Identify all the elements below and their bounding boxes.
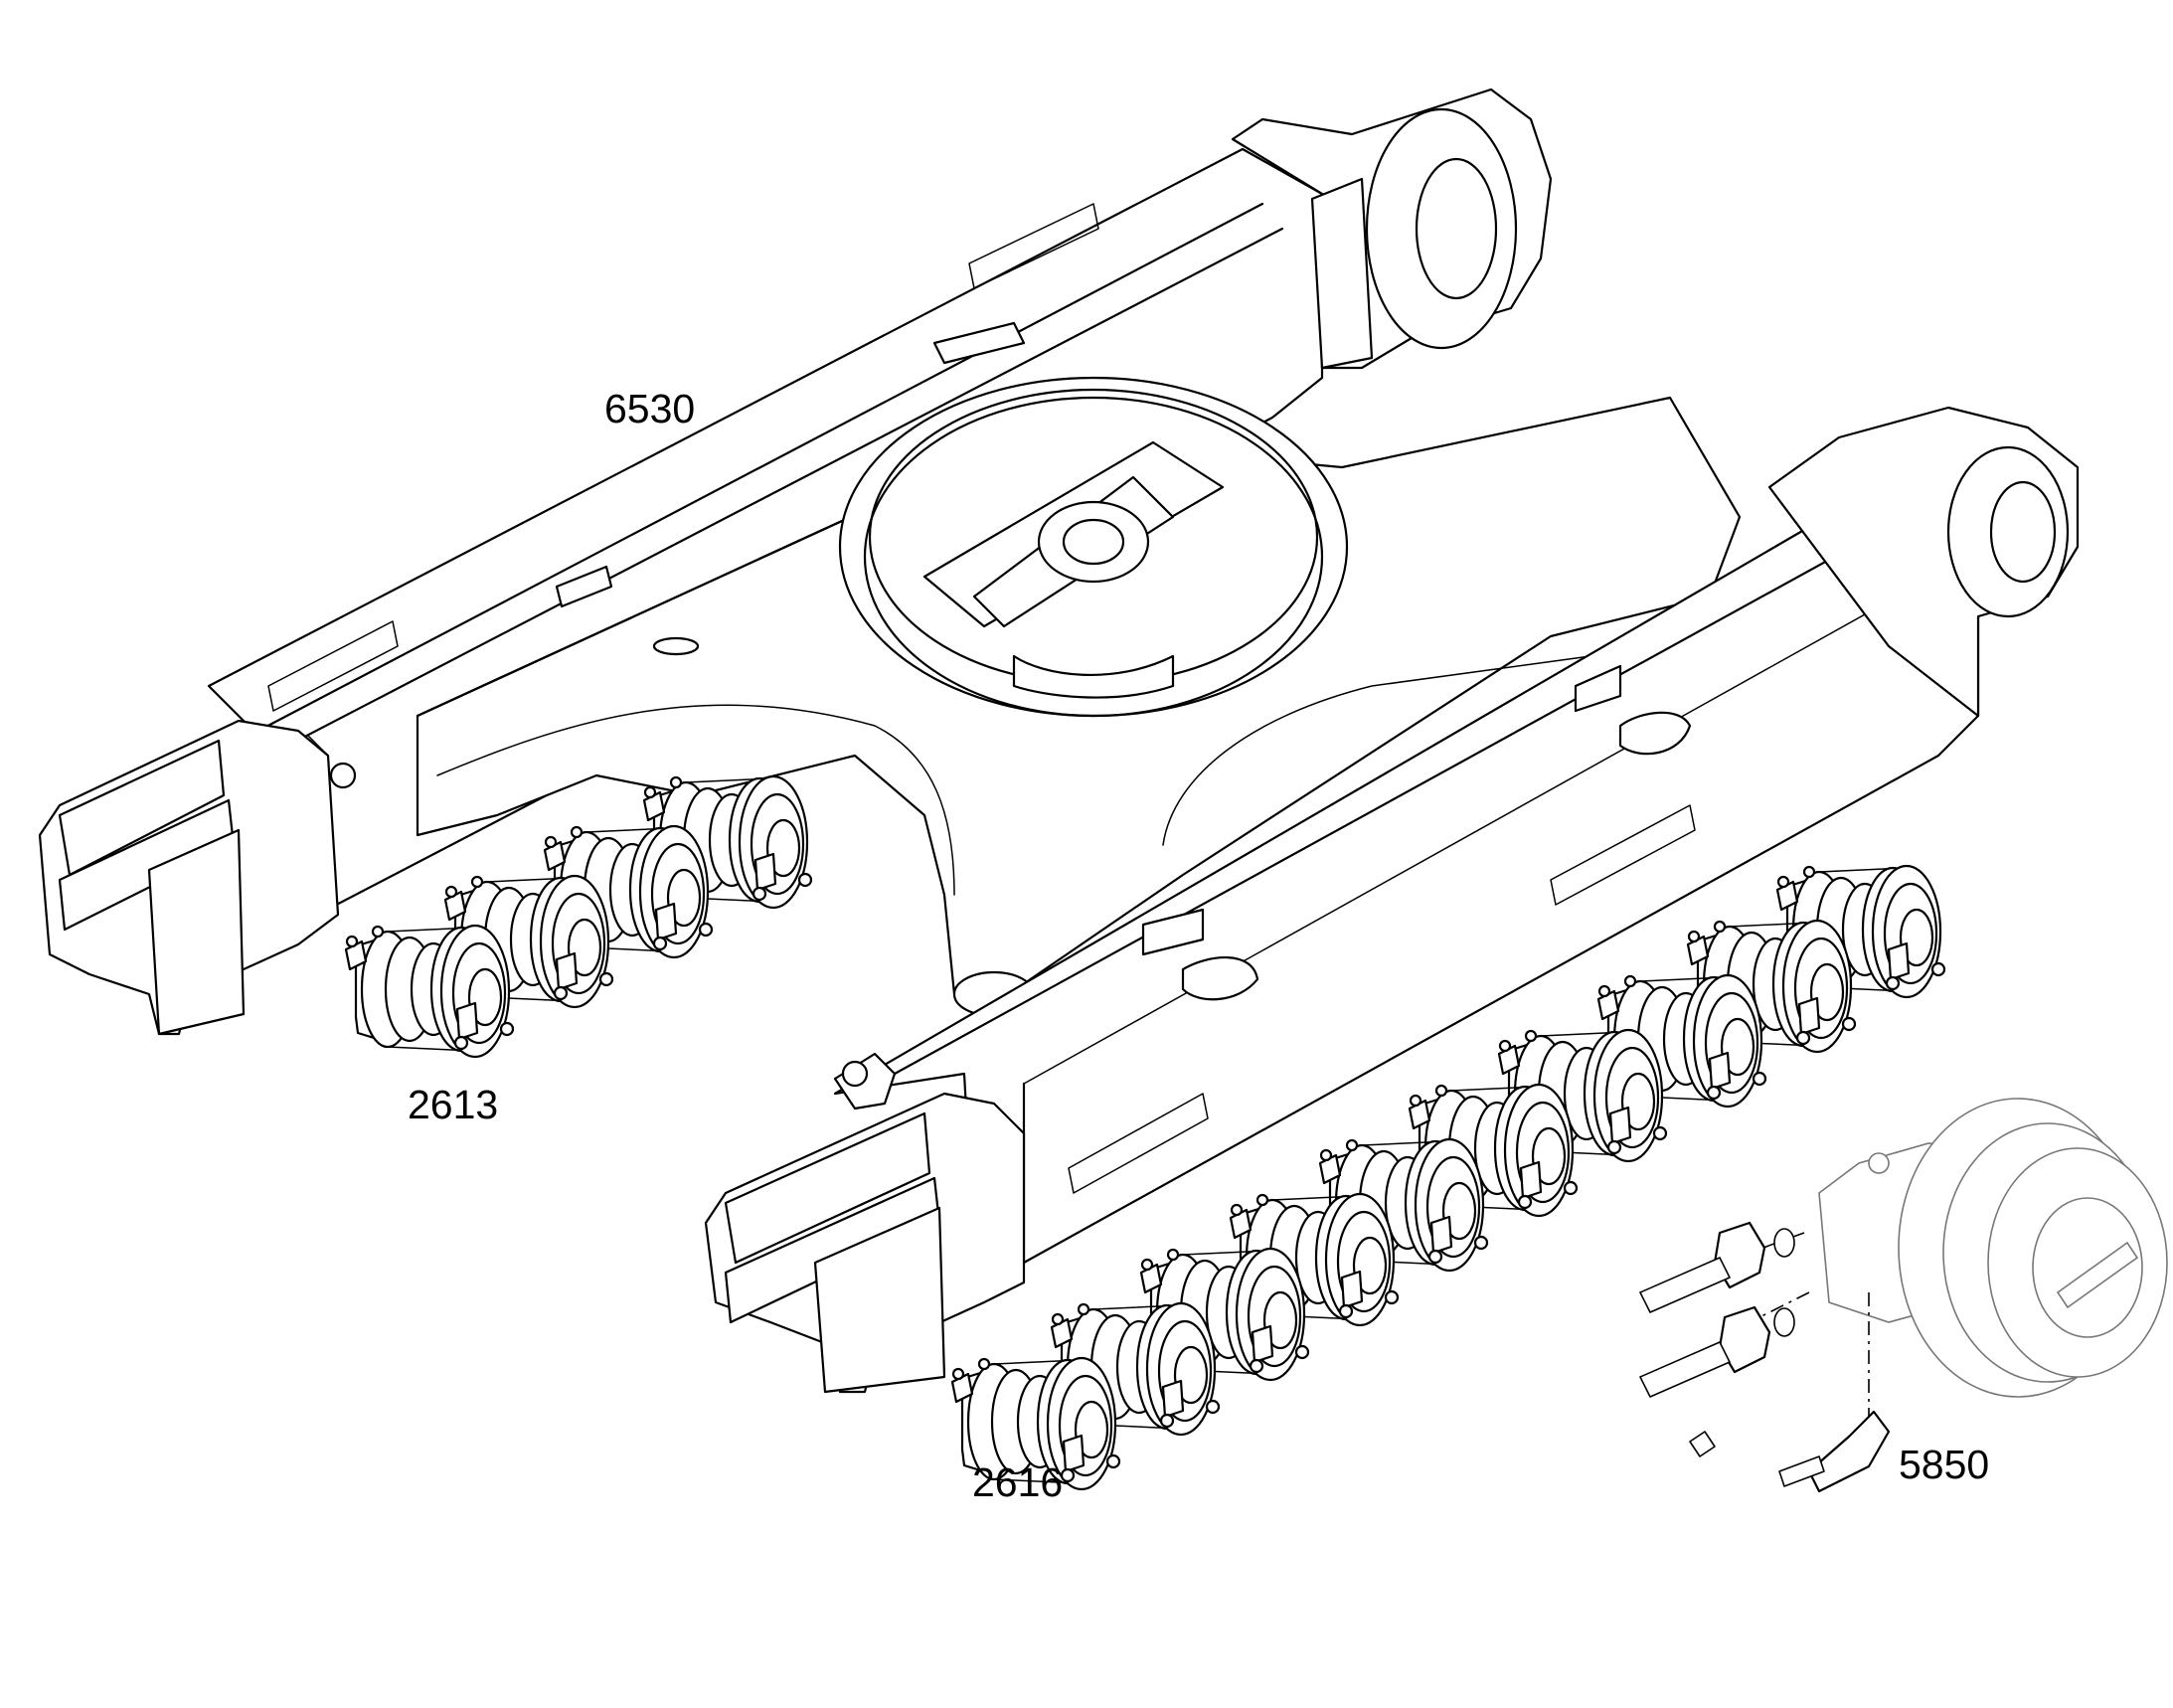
- track-roller: [344, 924, 515, 1059]
- callout-travel-motor: 5850: [1899, 1442, 1990, 1487]
- callout-left-rollers: 2613: [408, 1082, 499, 1127]
- callout-frame: 6530: [604, 386, 696, 431]
- callout-right-rollers: 2616: [972, 1459, 1064, 1505]
- travel-motor-assembly: [1639, 1098, 2168, 1493]
- undercarriage-frame: [38, 87, 2080, 1394]
